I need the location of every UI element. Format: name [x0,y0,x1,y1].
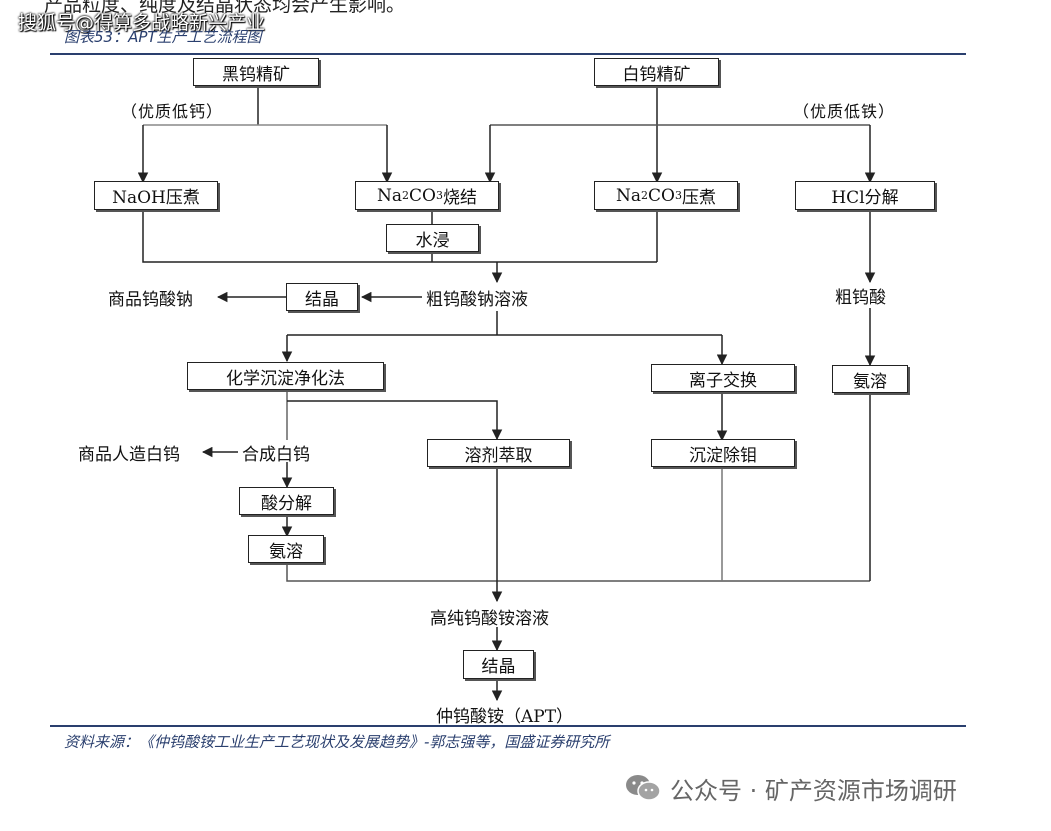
ion-exchange-box: 离子交换 [651,364,795,392]
acid-decomp-box: 酸分解 [239,487,334,515]
crystallize-box-2: 结晶 [463,650,534,679]
high-purity-solution-label: 高纯钨酸铵溶液 [430,609,549,629]
header-text: 产品粒度、纯度及结晶状态均会产生影响。 [44,0,406,16]
water-leach-box: 水浸 [386,224,479,252]
wechat-icon [626,775,661,801]
ammonia-dissolve-box-1: 氨溶 [832,365,908,393]
naoh-digest-box: NaOH压煮 [94,181,218,210]
source-note: 资料来源：《仲钨酸铵工业生产工艺现状及发展趋势》-郭志强等，国盛证券研究所 [64,733,610,751]
synthetic-scheelite-label: 合成白钨 [242,445,310,465]
synthetic-scheelite-product-label: 商品人造白钨 [78,445,180,465]
low-calcium-note: （优质低钙） [121,102,224,121]
solvent-extraction-box: 溶剂萃取 [427,439,570,467]
bottom-rule [50,725,966,727]
scheelite-box: 白钨精矿 [594,58,719,86]
watermark-top: 搜狐号@得算多战略新兴产业 [18,12,266,34]
top-rule [50,53,966,55]
crude-tungstic-acid-label: 粗钨酸 [835,288,886,308]
watermark-bottom: 公众号 · 矿产资源市场调研 [624,770,957,806]
apt-label: 仲钨酸铵（APT） [436,707,574,727]
figure-title: 图表53：APT生产工艺流程图 [64,28,262,46]
precipitate-mo-box: 沉淀除钼 [651,439,795,467]
commercial-sodium-tungstate-label: 商品钨酸钠 [108,290,193,310]
crystallize-box-1: 结晶 [286,283,358,311]
low-iron-note: （优质低铁） [793,102,896,121]
watermark-bottom-text: 公众号 · 矿产资源市场调研 [670,776,957,805]
wolframite-box: 黑钨精矿 [193,58,319,86]
ammonia-dissolve-box-2: 氨溶 [248,535,324,563]
hcl-decomp-box: HCl分解 [795,181,935,210]
chemical-precipitation-box: 化学沉淀净化法 [187,362,384,390]
crude-sodium-tungstate-label: 粗钨酸钠溶液 [426,290,528,310]
